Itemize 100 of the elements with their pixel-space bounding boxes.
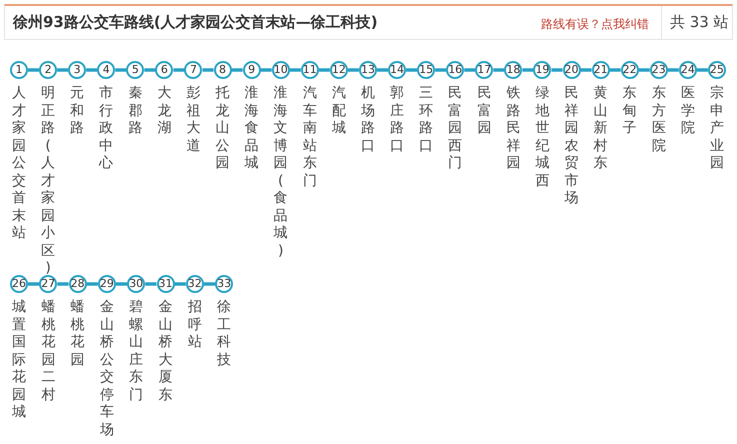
stop-circle: 29: [98, 275, 116, 293]
route-connector: [318, 68, 330, 72]
route-connector: [260, 68, 272, 72]
stop-circle: 2: [39, 61, 58, 79]
route-connector: [638, 68, 650, 72]
route-connector: [290, 68, 301, 72]
stop-circle: 19: [533, 61, 552, 79]
route-connector: [115, 68, 126, 72]
stop-circle: 32: [186, 275, 204, 293]
stop-name: 蟠桃花园二村: [40, 299, 56, 404]
stop-name: 大龙湖: [156, 85, 172, 138]
stop-name: 秦郡路: [127, 85, 144, 138]
stop-circle: 1: [10, 61, 28, 79]
stop-name: 民祥园农贸市场: [564, 85, 580, 208]
stop-name: 徐工科技: [216, 299, 232, 369]
stop-circle: 22: [620, 61, 639, 79]
stop-circle: 31: [156, 275, 174, 293]
error-report-link: 路线有误？点我纠错: [541, 16, 649, 33]
stop-circle: 18: [504, 61, 522, 79]
stop-name: 彭祖大道: [185, 85, 202, 155]
stop-name: 东甸子: [622, 85, 638, 138]
stop-name: 绿地世纪城西: [534, 85, 550, 190]
stop-name: 铁路民祥园: [505, 85, 522, 172]
route-connector: [464, 68, 476, 72]
route-connector: [522, 68, 534, 72]
route-connector: [668, 68, 679, 72]
stop-circle: 7: [184, 61, 202, 79]
route-connector: [86, 282, 98, 286]
route-connector: [376, 68, 388, 72]
stop-name: 市行政中心: [98, 85, 114, 172]
stop-count: 共 33 站: [670, 13, 729, 32]
route-connector: [204, 282, 216, 286]
route-connector: [86, 68, 98, 72]
stop-circle: 6: [155, 61, 174, 79]
stop-circle: 17: [475, 61, 494, 79]
stop-circle: 11: [300, 61, 319, 79]
stop-name: 元和路: [69, 85, 86, 138]
stop-circle: 26: [10, 275, 28, 293]
stop-circle: 23: [650, 61, 668, 79]
stop-circle: 8: [214, 61, 232, 79]
stop-name: 托龙山公园: [214, 85, 231, 172]
stop-circle: 10: [272, 61, 290, 79]
route-connector: [435, 68, 446, 72]
stop-name: 碧螺山庄东门: [128, 299, 144, 404]
stop-circle: 12: [330, 61, 348, 79]
stop-name: 淮海食品城: [244, 85, 260, 172]
stop-circle: 25: [708, 61, 726, 79]
route-connector: [28, 282, 40, 286]
route-connector: [551, 68, 563, 72]
stop-name: 淮海文博园(食品城): [272, 85, 289, 260]
stop-name: 招呼站: [186, 299, 203, 352]
stop-circle: 24: [678, 61, 697, 79]
stop-name: 机场路口: [360, 85, 376, 155]
stop-name: 郭庄路口: [389, 85, 406, 155]
stop-name: 金山桥大厦东: [158, 299, 174, 404]
stop-circle: 30: [127, 275, 146, 293]
stop-name: 明正路(人才家园小区): [40, 85, 56, 278]
route-connector: [174, 282, 186, 286]
stop-name: 黄山新村东: [592, 85, 609, 172]
stop-name: 东方医院: [650, 85, 667, 155]
route-connector: [348, 68, 359, 72]
stop-name: 汽车南站东门: [302, 85, 318, 190]
stop-circle: 16: [446, 61, 464, 79]
route-title: 徐州93路公交车路线(人才家园公交首末站—徐工科技): [13, 13, 378, 32]
stop-name: 人才家园公交首末站: [11, 85, 27, 242]
stop-circle: 15: [417, 61, 436, 79]
stop-name: 城置国际花园城: [11, 299, 27, 422]
route-connector: [57, 282, 69, 286]
route-connector: [144, 68, 156, 72]
route-connector: [406, 68, 418, 72]
route-connector: [610, 68, 621, 72]
route-connector: [28, 68, 40, 72]
route-connector: [580, 68, 592, 72]
stop-name: 民富园: [476, 85, 492, 138]
route-connector: [493, 68, 504, 72]
route-connector: [696, 68, 708, 72]
stop-circle: 13: [358, 61, 377, 79]
stop-circle: 9: [242, 61, 261, 79]
stop-name: 医学院: [680, 85, 696, 138]
stop-circle: 21: [592, 61, 610, 79]
route-connector: [202, 68, 214, 72]
stop-circle: 14: [388, 61, 406, 79]
route-connector: [173, 68, 184, 72]
stop-circle: 20: [562, 61, 581, 79]
stop-circle: 28: [68, 275, 87, 293]
stop-name: 汽配城: [330, 85, 347, 138]
stop-name: 民富园西门: [447, 85, 464, 172]
route-connector: [116, 282, 128, 286]
route-connector: [145, 282, 156, 286]
stop-name: 三环路口: [418, 85, 434, 155]
route-connector: [57, 68, 68, 72]
stop-name: 蟠桃花园: [70, 299, 86, 369]
stop-circle: 27: [39, 275, 58, 293]
stop-circle: 3: [68, 61, 86, 79]
stop-circle: 5: [126, 61, 144, 79]
stop-circle: 33: [215, 275, 234, 293]
stop-circle: 4: [97, 61, 116, 79]
stop-name: 金山桥公交停车场: [98, 299, 115, 439]
stop-name: 宗申产业园: [708, 85, 725, 172]
route-connector: [232, 68, 243, 72]
